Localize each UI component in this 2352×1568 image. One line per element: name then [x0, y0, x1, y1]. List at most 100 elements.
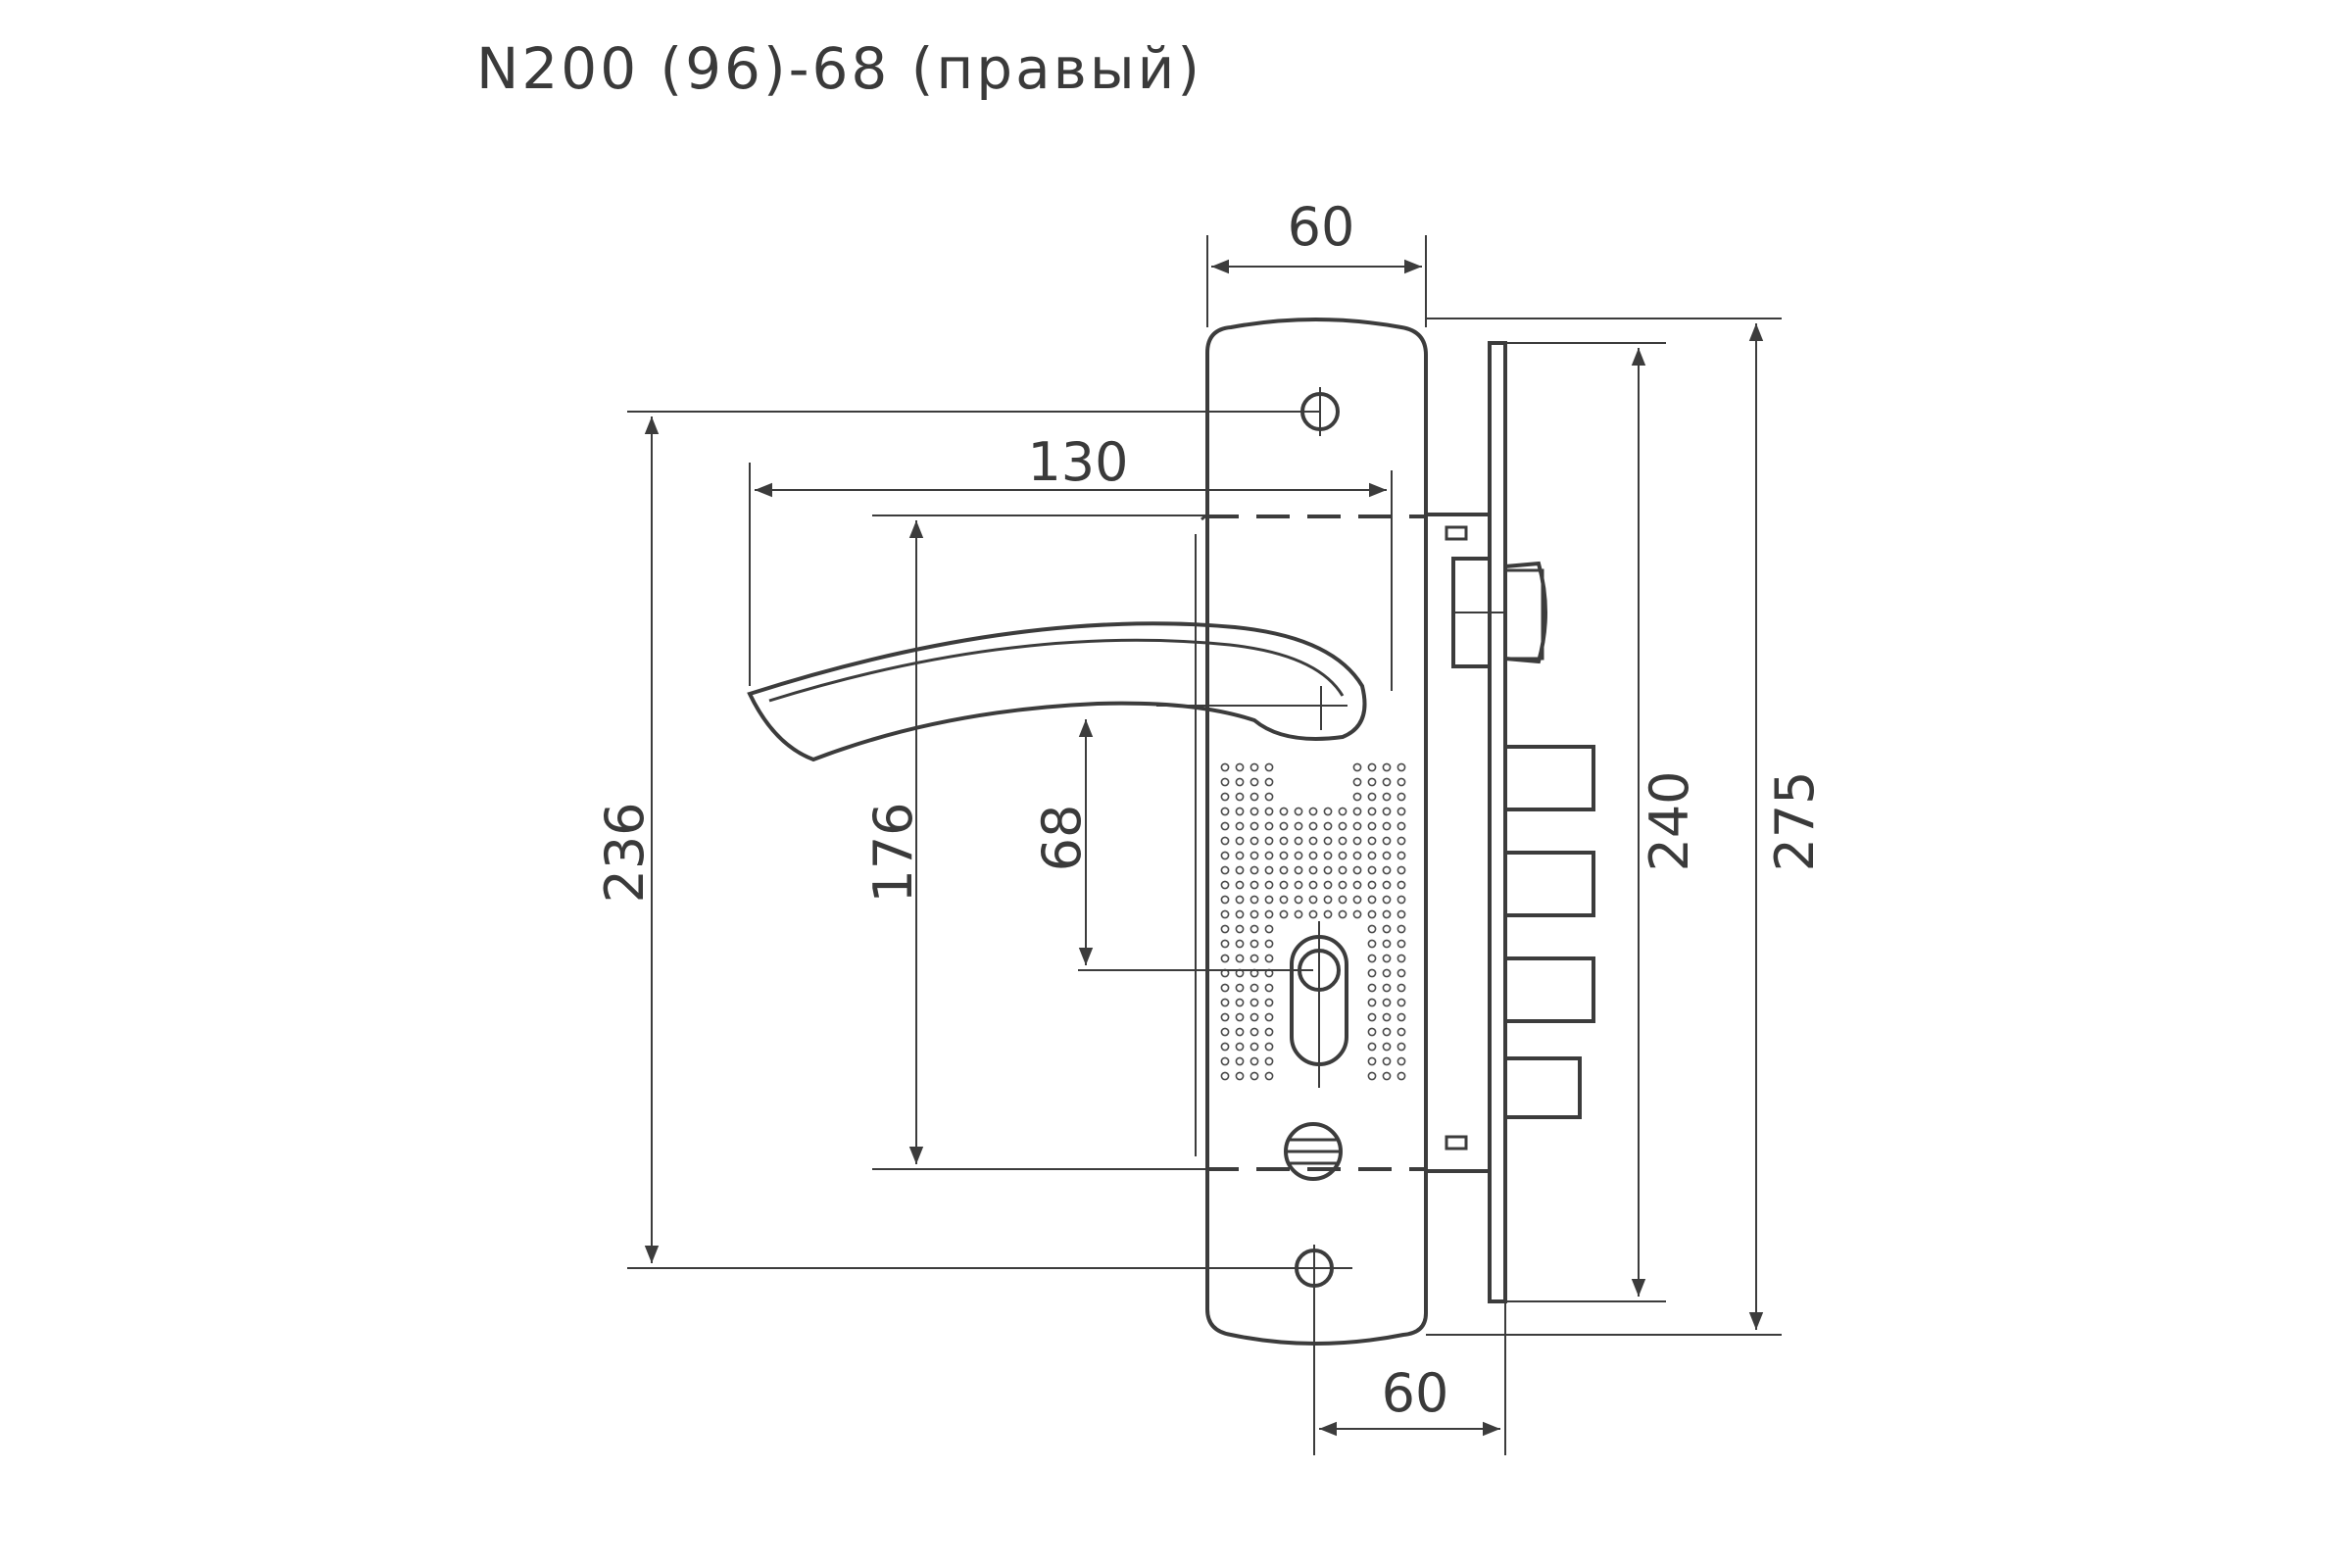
plate-dot: [1338, 880, 1348, 890]
plate-dot: [1250, 998, 1259, 1007]
svg-text:240: 240: [1639, 770, 1700, 871]
plate-dot: [1235, 1012, 1245, 1022]
plate-dot: [1367, 924, 1377, 934]
dim-inner-axis: 176: [862, 514, 1207, 1170]
plate-dot: [1220, 909, 1230, 919]
plate-dot: [1279, 851, 1289, 860]
plate-dot: [1235, 836, 1245, 846]
plate-dot: [1279, 865, 1289, 875]
plate-dot: [1338, 821, 1348, 831]
plate-dot: [1250, 1071, 1259, 1081]
key-cylinder: [1290, 921, 1348, 1088]
plate-dot: [1264, 1012, 1274, 1022]
plate-dot: [1323, 851, 1333, 860]
svg-text:176: 176: [862, 802, 924, 903]
plate-dot: [1220, 954, 1230, 963]
plate-dot: [1382, 924, 1392, 934]
plate-dot: [1220, 865, 1230, 875]
plate-dot-pattern: [1220, 762, 1406, 1081]
plate-dot: [1352, 807, 1362, 816]
plate-dot: [1264, 954, 1274, 963]
plate-dot: [1396, 1012, 1406, 1022]
plate-dot: [1279, 895, 1289, 905]
plate-dot: [1396, 865, 1406, 875]
plate-dot: [1396, 983, 1406, 993]
thumb-turn: [1284, 1122, 1343, 1181]
plate-dot: [1235, 865, 1245, 875]
svg-text:68: 68: [1031, 805, 1093, 872]
plate-dot: [1396, 968, 1406, 978]
plate-dot: [1396, 880, 1406, 890]
dim-backset: 60: [1313, 1274, 1506, 1455]
plate-dot: [1294, 909, 1303, 919]
plate-dot: [1338, 865, 1348, 875]
plate-dot: [1250, 836, 1259, 846]
plate-dot: [1220, 1027, 1230, 1037]
plate-dot: [1308, 836, 1318, 846]
plate-dot: [1396, 924, 1406, 934]
plate-dot: [1367, 792, 1377, 802]
plate-dot: [1382, 1042, 1392, 1052]
plate-dot: [1235, 939, 1245, 949]
plate-dot: [1367, 895, 1377, 905]
plate-dot: [1235, 954, 1245, 963]
plate-dot: [1279, 821, 1289, 831]
plate-dot: [1323, 909, 1333, 919]
plate-dot: [1220, 1012, 1230, 1022]
plate-dot: [1264, 924, 1274, 934]
dim-outer-axis: 236: [594, 411, 1352, 1269]
plate-dot: [1220, 807, 1230, 816]
plate-dot: [1382, 821, 1392, 831]
plate-dot: [1367, 777, 1377, 787]
dim-faceplate: 275: [1426, 318, 1826, 1336]
plate-dot: [1250, 865, 1259, 875]
plate-dot: [1235, 983, 1245, 993]
plate-dot: [1382, 777, 1392, 787]
plate-dot: [1250, 851, 1259, 860]
plate-dot: [1294, 851, 1303, 860]
plate-dot: [1264, 807, 1274, 816]
escutcheon-plate: [1205, 318, 1428, 1346]
plate-dot: [1382, 909, 1392, 919]
plate-dot: [1294, 865, 1303, 875]
plate-dot: [1250, 1012, 1259, 1022]
plate-dot: [1250, 924, 1259, 934]
plate-dot: [1396, 762, 1406, 772]
plate-dot: [1264, 821, 1274, 831]
plate-dot: [1235, 807, 1245, 816]
plate-dot: [1250, 954, 1259, 963]
plate-dot: [1264, 762, 1274, 772]
plate-dot: [1308, 807, 1318, 816]
plate-dot: [1338, 836, 1348, 846]
plate-dot: [1250, 1027, 1259, 1037]
plate-dot: [1396, 777, 1406, 787]
plate-dot: [1235, 762, 1245, 772]
plate-dot: [1279, 836, 1289, 846]
plate-dot: [1382, 983, 1392, 993]
plate-dot: [1352, 792, 1362, 802]
plate-dot: [1396, 954, 1406, 963]
mortise-lock: [1205, 341, 1595, 1303]
plate-dot: [1264, 983, 1274, 993]
plate-dot: [1235, 1027, 1245, 1037]
plate-dot: [1294, 895, 1303, 905]
plate-dot: [1250, 807, 1259, 816]
plate-dot: [1367, 1027, 1377, 1037]
plate-dot: [1382, 762, 1392, 772]
plate-dot: [1220, 792, 1230, 802]
plate-dot: [1323, 836, 1333, 846]
plate-dot: [1235, 792, 1245, 802]
plate-dot: [1367, 880, 1377, 890]
plate-dot: [1308, 880, 1318, 890]
plate-dot: [1352, 895, 1362, 905]
plate-dot: [1220, 998, 1230, 1007]
plate-dot: [1396, 836, 1406, 846]
plate-dot: [1338, 909, 1348, 919]
plate-dot: [1250, 777, 1259, 787]
plate-dot: [1308, 851, 1318, 860]
plate-dot: [1250, 762, 1259, 772]
plate-dot: [1352, 880, 1362, 890]
plate-dot: [1367, 954, 1377, 963]
dim-handle-cylinder: 68: [1031, 686, 1348, 971]
